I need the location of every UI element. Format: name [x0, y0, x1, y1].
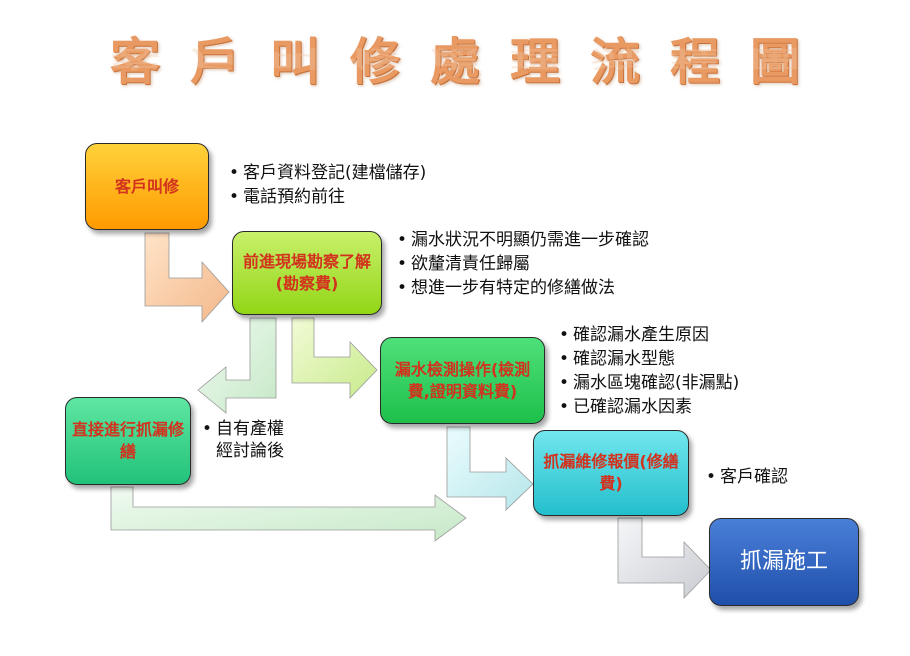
- arrow-s2-to-s3: [291, 317, 378, 399]
- arrow-s1-to-s2: [144, 232, 230, 324]
- step-customer-call-label: 客戶叫修: [114, 176, 179, 196]
- page-title: 客戶叫修處理流程圖: [110, 32, 830, 91]
- arrow-s3-to-s5: [446, 426, 534, 511]
- note-item: 漏水狀況不明顯仍需進一步確認: [397, 228, 649, 252]
- step-customer-call: 客戶叫修: [85, 143, 209, 230]
- step-site-survey: 前進現場勘察了解(勘察費): [232, 231, 382, 315]
- condition-text-2: 經討論後: [216, 441, 284, 461]
- step-leak-detection: 漏水檢測操作(檢測費,證明資料費): [380, 337, 545, 424]
- condition-line-2: 經討論後: [202, 440, 284, 462]
- step-repair-quote-label: 抓漏維修報價(修繕費): [543, 452, 679, 493]
- notes-direct-repair-condition: • 自有產權 經討論後: [202, 418, 284, 462]
- note-item: 欲釐清責任歸屬: [397, 252, 649, 276]
- bullet-icon: •: [202, 419, 213, 439]
- note-item: 確認漏水型態: [559, 347, 739, 371]
- arrow-s4-to-s5: [110, 486, 467, 542]
- notes-customer-call: 客戶資料登記(建檔儲存) 電話預約前往: [229, 161, 426, 209]
- note-item: 已確認漏水因素: [559, 395, 739, 419]
- note-item: 客戶確認: [706, 465, 788, 489]
- note-item: 想進一步有特定的修繕做法: [397, 276, 649, 300]
- step-site-survey-label: 前進現場勘察了解(勘察費): [242, 252, 371, 293]
- note-item: 漏水區塊確認(非漏點): [559, 371, 739, 395]
- notes-site-survey: 漏水狀況不明顯仍需進一步確認 欲釐清責任歸屬 想進一步有特定的修繕做法: [397, 228, 649, 300]
- notes-leak-detection: 確認漏水產生原因 確認漏水型態 漏水區塊確認(非漏點) 已確認漏水因素: [559, 323, 739, 419]
- step-direct-repair: 直接進行抓漏修繕: [65, 397, 191, 485]
- arrow-s2-to-s4: [197, 317, 277, 414]
- condition-text-1: 自有產權: [216, 419, 284, 439]
- note-item: 確認漏水產生原因: [559, 323, 739, 347]
- note-item: 電話預約前往: [229, 185, 426, 209]
- step-direct-repair-label: 直接進行抓漏修繕: [72, 420, 185, 461]
- condition-line-1: • 自有產權: [202, 418, 284, 440]
- arrow-s5-to-s6: [617, 517, 712, 599]
- step-leak-construction: 抓漏施工: [709, 518, 859, 606]
- note-item: 客戶資料登記(建檔儲存): [229, 161, 426, 185]
- step-leak-detection-label: 漏水檢測操作(檢測費,證明資料費): [394, 359, 531, 401]
- step-repair-quote: 抓漏維修報價(修繕費): [533, 430, 689, 516]
- notes-repair-quote: 客戶確認: [706, 465, 788, 489]
- step-leak-construction-label: 抓漏施工: [739, 549, 828, 574]
